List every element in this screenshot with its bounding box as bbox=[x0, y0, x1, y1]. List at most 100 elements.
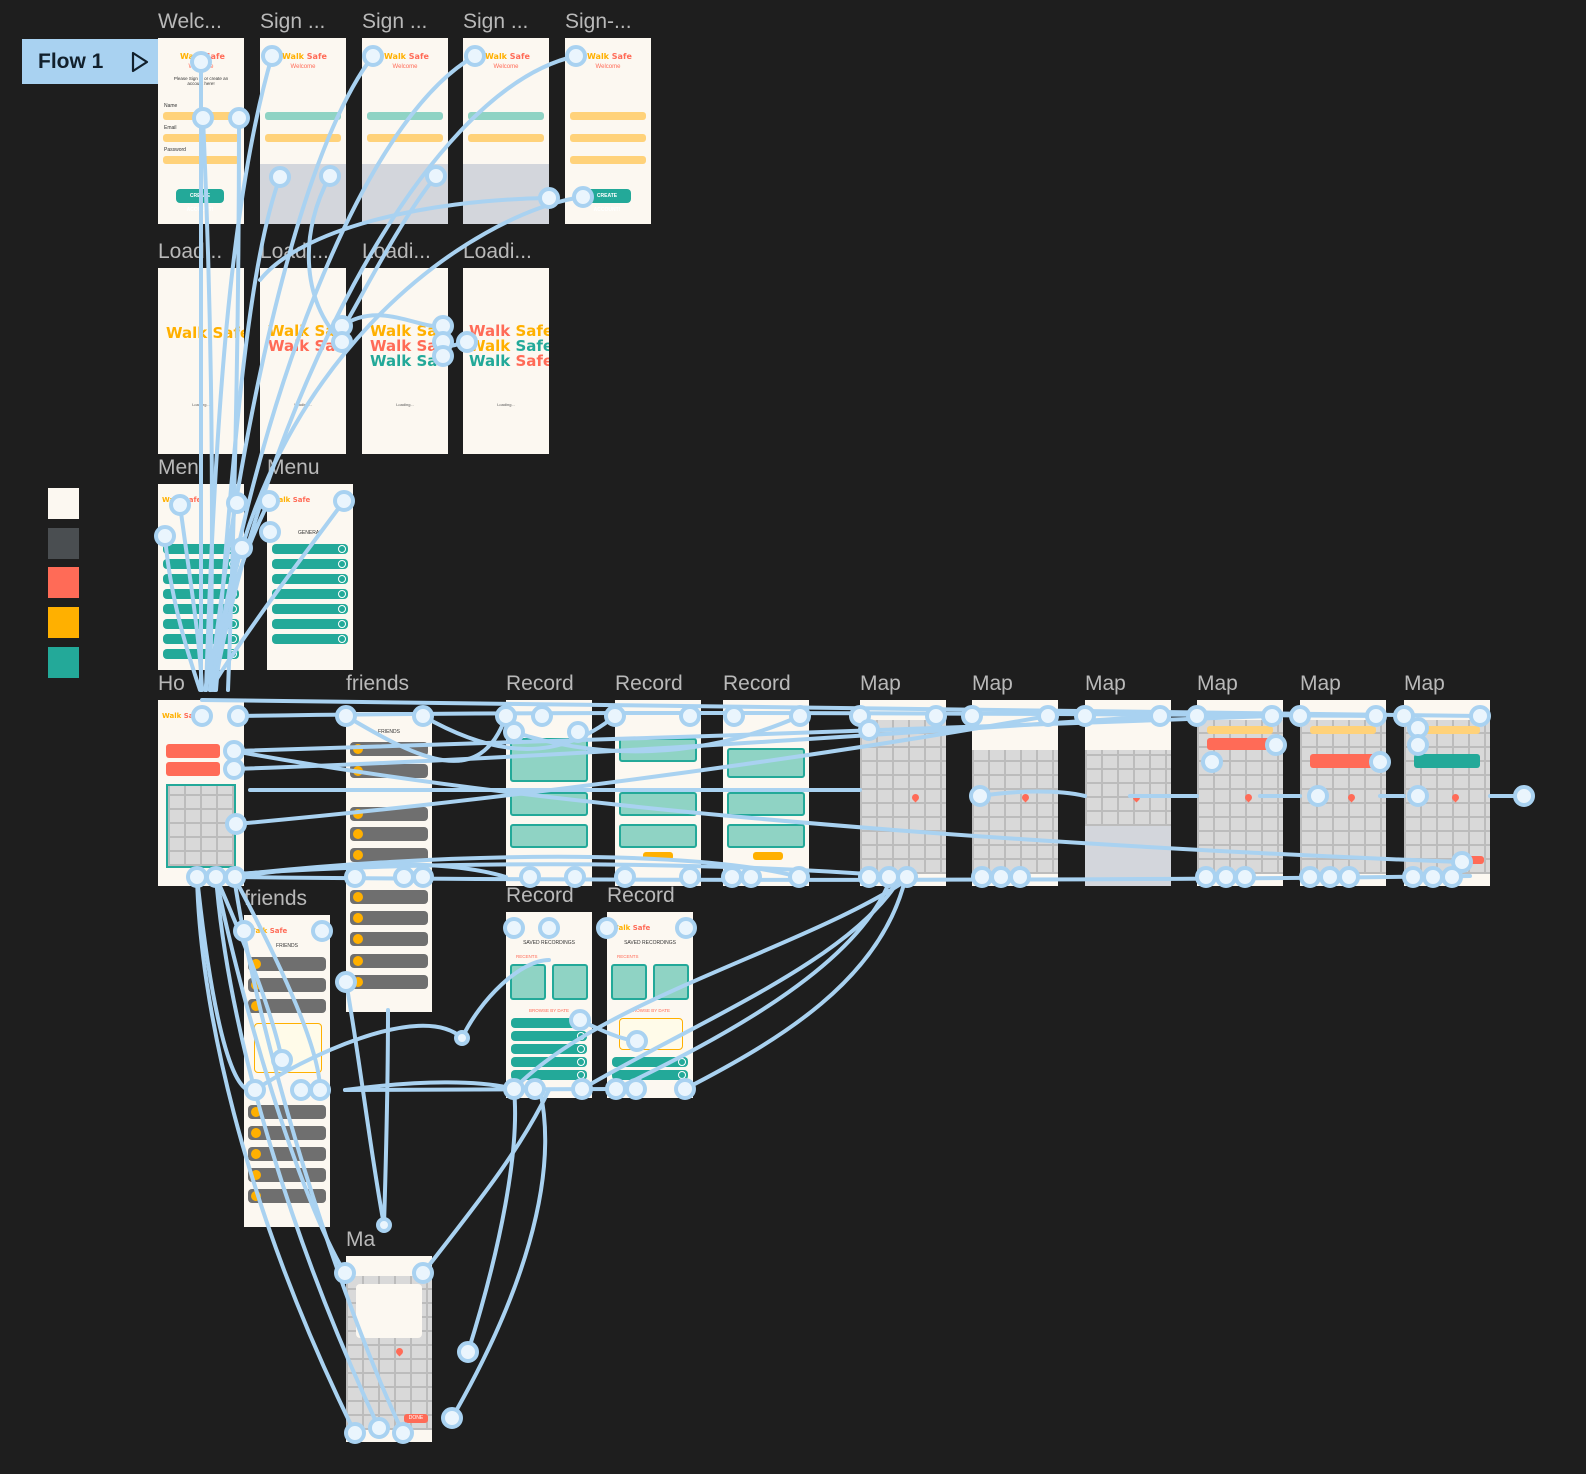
keyboard[interactable] bbox=[1085, 826, 1171, 886]
create-account-button[interactable]: CREATE ACCOUNT! bbox=[583, 189, 631, 213]
recording-panel[interactable] bbox=[727, 792, 805, 816]
menu-item[interactable] bbox=[272, 619, 348, 629]
map-preview[interactable] bbox=[166, 784, 236, 868]
name-field[interactable] bbox=[468, 112, 544, 120]
date-row[interactable] bbox=[511, 1044, 587, 1054]
frame-map3[interactable] bbox=[1085, 700, 1171, 886]
recording-panel[interactable] bbox=[727, 824, 805, 848]
recording-panel[interactable] bbox=[510, 824, 588, 848]
frame-record2[interactable] bbox=[615, 700, 701, 886]
save-recording-button[interactable] bbox=[643, 852, 673, 860]
destination-banner[interactable] bbox=[1310, 726, 1376, 734]
name-field[interactable] bbox=[367, 112, 443, 120]
menu-item[interactable] bbox=[272, 589, 348, 599]
add-friends-button[interactable] bbox=[166, 762, 220, 776]
recent-recording-card[interactable] bbox=[552, 964, 588, 1000]
friend-row[interactable] bbox=[248, 957, 326, 971]
friend-row[interactable] bbox=[350, 911, 428, 925]
connection-handle bbox=[675, 917, 697, 939]
done-button[interactable]: DONE bbox=[404, 1414, 428, 1423]
email-field[interactable] bbox=[265, 134, 341, 142]
connection-handle bbox=[679, 866, 701, 888]
friend-row[interactable] bbox=[350, 954, 428, 968]
email-field[interactable] bbox=[468, 134, 544, 142]
connection-handle bbox=[412, 705, 434, 727]
connection-handle bbox=[290, 1079, 312, 1101]
connection-line bbox=[204, 54, 274, 692]
password-field[interactable] bbox=[570, 156, 646, 164]
map-view[interactable] bbox=[972, 750, 1058, 874]
friend-row[interactable] bbox=[350, 827, 428, 841]
welcome-heading: Welcome bbox=[290, 64, 316, 70]
connection-handle bbox=[1307, 785, 1329, 807]
menu-item[interactable] bbox=[272, 634, 348, 644]
menu-item[interactable] bbox=[272, 604, 348, 614]
keyboard[interactable] bbox=[463, 164, 549, 224]
connection-handle bbox=[1319, 866, 1341, 888]
flow-start-button[interactable]: Flow 1 bbox=[22, 39, 158, 84]
connection-handle bbox=[604, 705, 626, 727]
connection-handle bbox=[225, 813, 247, 835]
name-field[interactable] bbox=[570, 112, 646, 120]
connection-handle bbox=[531, 705, 553, 727]
frame-signup2[interactable]: Walk Safe Welcome bbox=[362, 38, 448, 224]
frame-title-signup4: Sign-... bbox=[565, 10, 632, 33]
connection-handle bbox=[223, 740, 245, 762]
connection-line bbox=[343, 1080, 516, 1092]
start-recording-button[interactable] bbox=[166, 744, 220, 758]
connection-handle bbox=[1186, 705, 1208, 727]
frame-record3[interactable] bbox=[723, 700, 809, 886]
connection-handle bbox=[271, 1049, 293, 1071]
friend-row[interactable] bbox=[350, 890, 428, 904]
save-recording-button[interactable] bbox=[753, 852, 783, 860]
menu-item[interactable] bbox=[272, 574, 348, 584]
recording-panel[interactable] bbox=[619, 824, 697, 848]
frame-title-friends1: friends bbox=[346, 672, 410, 695]
date-row[interactable] bbox=[511, 1057, 587, 1067]
friend-row[interactable] bbox=[350, 848, 428, 862]
connection-handle bbox=[334, 1262, 356, 1284]
loading-text: Loading... bbox=[497, 402, 515, 407]
frame-title-map1: Map bbox=[860, 672, 901, 695]
progress-card[interactable] bbox=[356, 1284, 422, 1338]
frame-menu2[interactable]: Walk Safe GENERAL bbox=[267, 484, 353, 670]
friends-heading: FRIENDS bbox=[276, 943, 298, 949]
connection-line bbox=[512, 878, 909, 1091]
alert-banner[interactable] bbox=[1310, 754, 1376, 768]
menu-item[interactable] bbox=[272, 559, 348, 569]
frame-title-map5: Map bbox=[1300, 672, 1341, 695]
frame-record4[interactable]: SAVED RECORDINGS RECENTS BROWSE BY DATE bbox=[506, 912, 592, 1098]
frame-map2[interactable] bbox=[972, 700, 1058, 886]
map-view[interactable] bbox=[1085, 750, 1171, 826]
email-field[interactable] bbox=[367, 134, 443, 142]
saved-recordings-heading: SAVED RECORDINGS bbox=[523, 940, 575, 946]
friend-row[interactable] bbox=[350, 975, 428, 989]
connection-handle bbox=[614, 866, 636, 888]
frame-home[interactable]: Walk Safe bbox=[158, 700, 244, 886]
connection-handle bbox=[227, 705, 249, 727]
connection-handle bbox=[538, 917, 560, 939]
friend-row[interactable] bbox=[248, 1147, 326, 1161]
date-row[interactable] bbox=[612, 1057, 688, 1067]
name-field[interactable] bbox=[265, 112, 341, 120]
destination-banner[interactable] bbox=[1414, 726, 1480, 734]
connection-handle bbox=[674, 1078, 696, 1100]
email-field[interactable] bbox=[570, 134, 646, 142]
connection-line bbox=[233, 874, 1472, 882]
recent-recording-card[interactable] bbox=[653, 964, 689, 1000]
connection-handle bbox=[331, 331, 353, 353]
connection-handle bbox=[192, 107, 214, 129]
frame-signup3[interactable]: Walk Safe Welcome bbox=[463, 38, 549, 224]
connection-line bbox=[258, 196, 551, 282]
friend-row[interactable] bbox=[350, 932, 428, 946]
connection-handle bbox=[605, 1078, 627, 1100]
destination-banner[interactable] bbox=[1207, 726, 1273, 734]
connection-handle bbox=[1402, 866, 1424, 888]
notified-banner[interactable] bbox=[1414, 754, 1480, 768]
alert-banner[interactable] bbox=[1207, 738, 1273, 750]
connection-handle bbox=[261, 45, 283, 67]
connection-line bbox=[234, 714, 1050, 826]
recent-recording-card[interactable] bbox=[611, 964, 647, 1000]
